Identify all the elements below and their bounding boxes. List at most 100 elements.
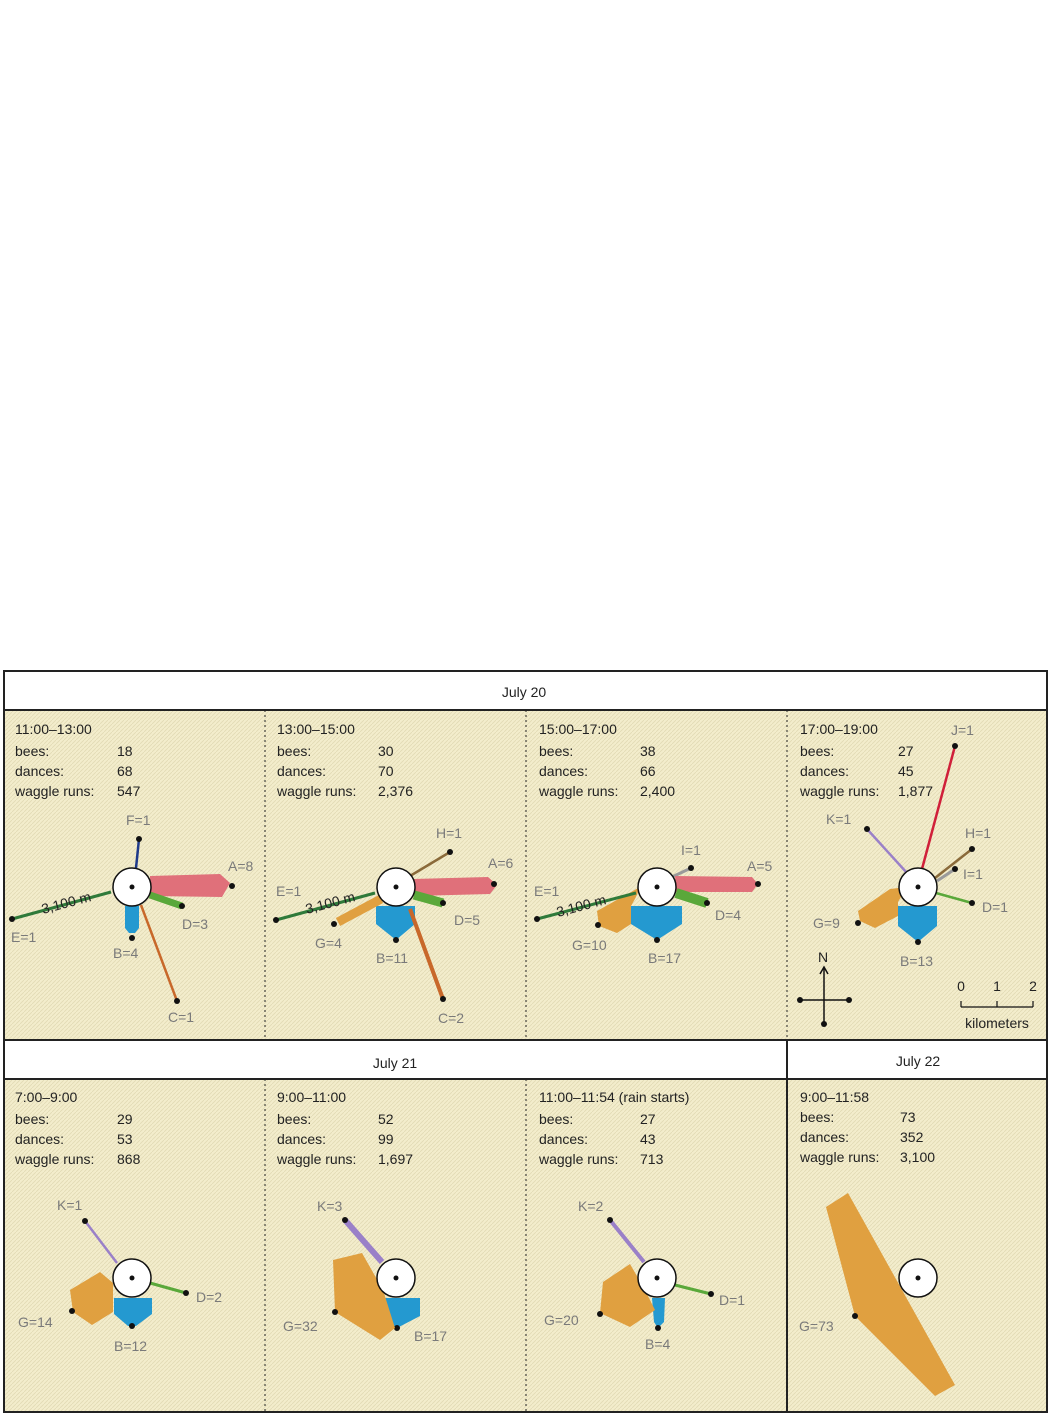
stat-value-waggle: 1,697 (378, 1151, 413, 1167)
site-B-mark (652, 1298, 665, 1328)
hive-center-dot (129, 884, 135, 890)
site-C-dot (440, 996, 446, 1002)
compass-dot (821, 1021, 827, 1027)
site-B-dot (915, 939, 921, 945)
stat-label-dances: dances: (277, 763, 326, 779)
stat-value-dances: 99 (378, 1131, 394, 1147)
stat-label-bees: bees: (277, 743, 311, 759)
site-G-mark (858, 887, 907, 928)
site-K-mark (866, 828, 908, 874)
site-D-mark (674, 888, 709, 908)
stat-value-bees: 30 (378, 743, 394, 759)
site-K-dot (342, 1217, 348, 1223)
site-A-label: A=6 (488, 855, 514, 871)
hive-center-dot (654, 884, 660, 890)
site-G-label: G=20 (544, 1312, 579, 1328)
stat-label-dances: dances: (800, 1129, 849, 1145)
stat-label-waggle: waggle runs: (14, 783, 94, 799)
stat-label-waggle: waggle runs: (14, 1151, 94, 1167)
site-G-mark (826, 1193, 955, 1396)
site-G-mark (333, 1253, 395, 1340)
site-E-mark (11, 890, 112, 921)
hive-center-dot (915, 1275, 921, 1281)
site-F-label: F=1 (126, 812, 151, 828)
stat-label-bees: bees: (277, 1111, 311, 1127)
site-G-label: G=9 (813, 915, 840, 931)
site-E-label: E=1 (11, 929, 37, 945)
site-A-label: A=8 (228, 858, 254, 874)
site-E-dot (273, 917, 279, 923)
site-J-dot (952, 743, 958, 749)
stat-value-dances: 45 (898, 763, 914, 779)
stat-label-bees: bees: (539, 1111, 573, 1127)
site-E-dot (9, 916, 15, 922)
site-D-mark (674, 1283, 712, 1296)
site-G-dot (597, 1311, 603, 1317)
site-K-label: K=1 (57, 1197, 83, 1213)
compass: N (797, 949, 852, 1027)
site-B-label: B=4 (113, 945, 139, 961)
site-G-mark (70, 1272, 113, 1325)
time-range: 13:00–15:00 (277, 721, 355, 737)
site-I-mark (671, 866, 692, 879)
site-B-label: B=17 (414, 1328, 447, 1344)
stat-value-dances: 70 (378, 763, 394, 779)
site-F-dot (136, 836, 142, 842)
stat-value-waggle: 713 (640, 1151, 664, 1167)
site-C-mark (408, 908, 445, 1000)
stat-value-waggle: 1,877 (898, 783, 933, 799)
site-B-dot (654, 937, 660, 943)
stat-label-bees: bees: (539, 743, 573, 759)
stat-label-waggle: waggle runs: (799, 783, 879, 799)
site-K-mark (342, 1218, 385, 1264)
site-C-label: C=2 (438, 1010, 464, 1026)
site-B-mark (631, 906, 682, 940)
site-H-label: H=1 (436, 825, 462, 841)
hive-center-dot (654, 1275, 660, 1281)
panel-7: 11:00–11:54 (rain starts)bees:27dances:4… (538, 1089, 745, 1352)
header-july-22: July 22 (896, 1053, 941, 1069)
time-range: 17:00–19:00 (800, 721, 878, 737)
stat-label-bees: bees: (15, 1111, 49, 1127)
site-D-label: D=1 (719, 1292, 745, 1308)
site-A-dot (755, 881, 761, 887)
stat-value-waggle: 3,100 (900, 1149, 935, 1165)
site-B-label: B=13 (900, 953, 933, 969)
site-K-dot (82, 1218, 88, 1224)
site-H-dot (969, 846, 975, 852)
hive-center-dot (915, 884, 921, 890)
stat-value-waggle: 2,400 (640, 783, 675, 799)
site-I-mark (936, 867, 956, 883)
site-B-label: B=17 (648, 950, 681, 966)
stat-label-bees: bees: (800, 1109, 834, 1125)
site-B-label: B=11 (376, 950, 408, 966)
compass-dot (846, 997, 852, 1003)
site-A-mark (150, 874, 230, 897)
site-B-dot (129, 935, 135, 941)
site-D-dot (704, 900, 710, 906)
stat-label-dances: dances: (277, 1131, 326, 1147)
site-B-dot (394, 1325, 400, 1331)
site-B-mark (376, 906, 415, 940)
site-B-dot (393, 937, 399, 943)
stat-label-waggle: waggle runs: (276, 1151, 356, 1167)
site-G-label: G=14 (18, 1314, 53, 1330)
site-K-dot (864, 826, 870, 832)
site-J-mark (920, 745, 957, 870)
stat-label-dances: dances: (800, 763, 849, 779)
site-D-dot (440, 900, 446, 906)
time-range: 11:00–11:54 (rain starts) (539, 1089, 689, 1105)
site-E-label: E=1 (276, 883, 302, 899)
site-D-label: D=4 (715, 907, 741, 923)
stat-value-dances: 53 (117, 1131, 133, 1147)
site-B-dot (655, 1325, 661, 1331)
stat-value-bees: 52 (378, 1111, 394, 1127)
site-E-dot (534, 916, 540, 922)
site-E-mark (536, 891, 637, 921)
site-G-label: G=10 (572, 937, 607, 953)
stat-label-dances: dances: (15, 763, 64, 779)
site-F-mark (134, 838, 141, 869)
hive-center-dot (393, 1275, 399, 1281)
